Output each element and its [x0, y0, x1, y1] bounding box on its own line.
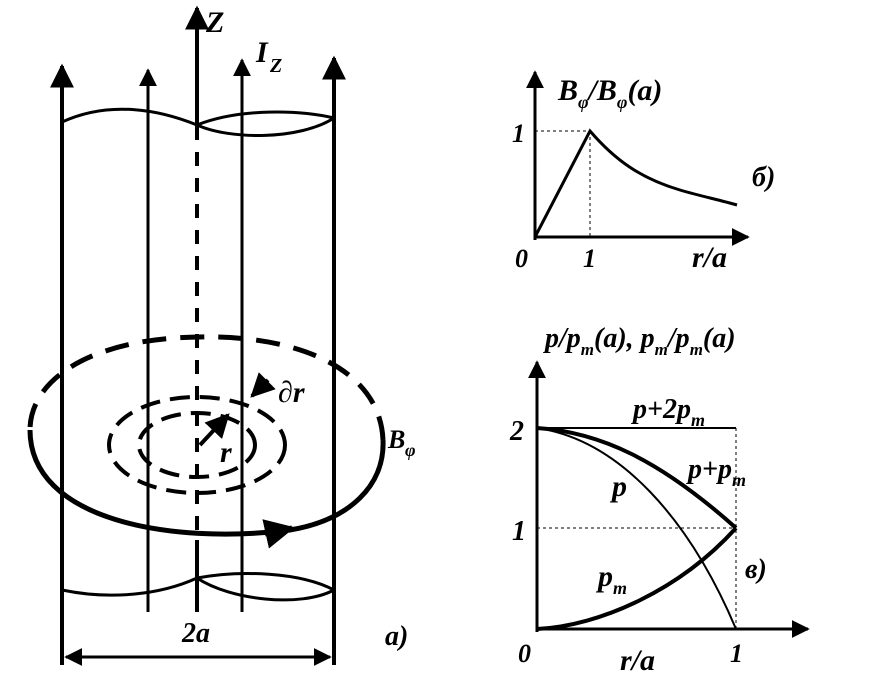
cylinder-diagram	[27, 5, 386, 666]
field-loop-back	[27, 334, 386, 441]
label-p-plus-2pm: p+2pm	[631, 394, 705, 430]
field-chart-y-tick-1: 1	[512, 119, 525, 148]
panel-label-c: в)	[745, 554, 767, 585]
panel-label-a: а)	[385, 621, 408, 652]
field-chart-title: Bφ/Bφ(a)	[557, 74, 662, 112]
field-loop-front	[27, 429, 386, 537]
width-label: 2a	[181, 618, 210, 649]
dr-arrow	[250, 372, 276, 398]
pressure-chart-y-tick-2: 2	[509, 416, 524, 447]
inner-ring-outer	[107, 395, 287, 495]
panel-label-b: б)	[752, 162, 775, 193]
inner-ring-inner	[137, 411, 257, 479]
pressure-chart-x-label: r/a	[620, 644, 655, 677]
field-chart	[526, 70, 750, 246]
field-chart-x-label: r/a	[692, 241, 727, 274]
cylinder-bottom-notch	[196, 576, 335, 602]
field-label-sub: φ	[405, 440, 416, 460]
field-label: B	[387, 425, 405, 454]
pressure-chart-x-tick-0: 0	[518, 639, 531, 668]
curve-p-plus-pm	[536, 426, 738, 530]
label-p: p	[609, 470, 627, 503]
current-label: I	[255, 36, 269, 69]
radius-arrow	[198, 413, 230, 447]
dr-label: ∂r	[278, 376, 305, 409]
field-curve	[533, 128, 738, 238]
field-loop-arrow	[262, 519, 295, 549]
field-chart-x-tick-0: 0	[515, 244, 528, 273]
current-label-sub: Z	[269, 55, 282, 77]
curve-p	[536, 427, 737, 630]
pressure-chart-y-tick-1: 1	[512, 516, 526, 547]
radius-label: r	[220, 436, 232, 469]
field-chart-x-tick-1: 1	[583, 244, 596, 273]
cylinder-top-notch	[196, 116, 335, 137]
pressure-chart-title: p/pm(a), pm/pm(a)	[543, 323, 736, 359]
pressure-chart-x-tick-1: 1	[730, 639, 743, 668]
label-pm: pm	[595, 560, 627, 598]
pressure-chart	[528, 360, 810, 638]
z-axis-label: Z	[205, 6, 224, 39]
label-p-plus-pm: p+pm	[686, 454, 746, 490]
curve-pm	[536, 526, 738, 631]
